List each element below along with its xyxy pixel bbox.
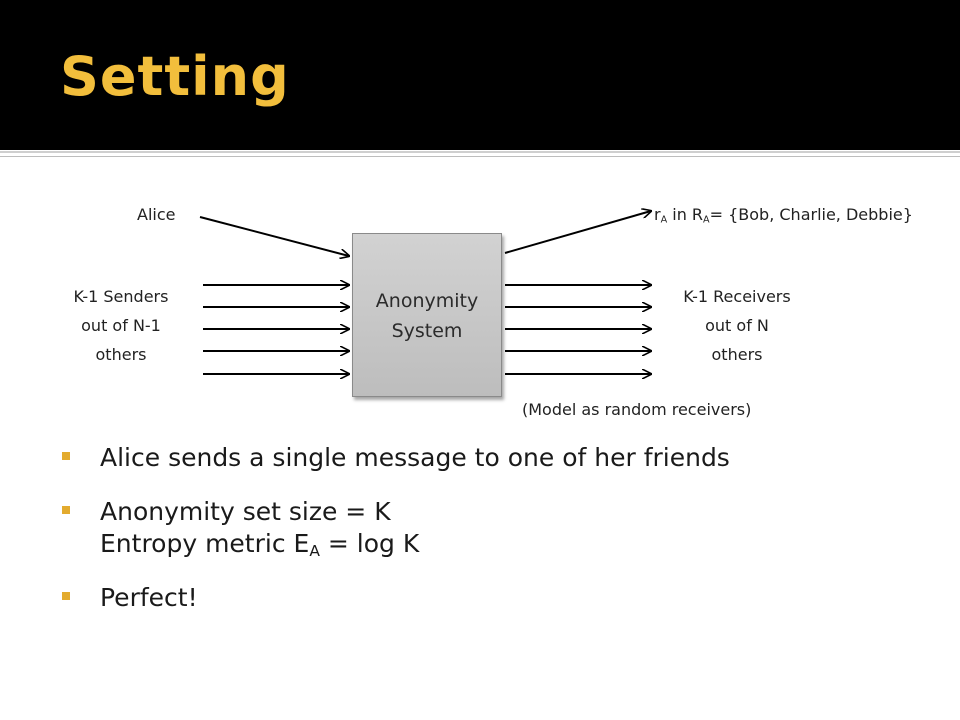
bullet-item: Alice sends a single message to one of h… <box>60 442 940 474</box>
receivers-label-line: out of N <box>705 316 769 335</box>
square-bullet-icon <box>62 452 70 460</box>
square-bullet-icon <box>62 506 70 514</box>
entropy-text: Entropy metric E <box>100 529 310 558</box>
divider-line <box>0 151 960 153</box>
senders-label-line: others <box>95 345 147 364</box>
senders-label-line: K-1 Senders <box>73 287 169 306</box>
receiver-set-members: = {Bob, Charlie, Debbie} <box>709 205 913 224</box>
bullet-text: Anonymity set size = K <box>100 497 391 526</box>
receiver-set-subscript: A <box>703 214 710 226</box>
alice-arrow <box>199 216 349 256</box>
bullet-text: Perfect! <box>100 583 198 612</box>
slide-title: Setting <box>60 45 290 108</box>
receiver-a-arrow <box>504 211 651 254</box>
anonymity-system-label: Anonymity System <box>353 286 501 346</box>
alice-label: Alice <box>137 205 176 224</box>
senders-label: K-1 Senders out of N-1 others <box>50 282 192 369</box>
bullet-list: Alice sends a single message to one of h… <box>60 442 940 636</box>
model-note: (Model as random receivers) <box>522 400 752 419</box>
diagram-arrows <box>199 160 960 440</box>
receiver-label-mid: in R <box>667 205 704 224</box>
bullet-text-line2: Entropy metric EA = log K <box>100 528 940 560</box>
divider-line-thin <box>0 156 960 157</box>
bullet-item: Anonymity set size = K Entropy metric EA… <box>60 496 940 560</box>
receiver-var: r <box>654 205 661 224</box>
anonymity-system-box: Anonymity System <box>352 233 502 397</box>
receivers-label-line: others <box>711 345 763 364</box>
receivers-label-line: K-1 Receivers <box>683 287 791 306</box>
receivers-label: K-1 Receivers out of N others <box>660 282 814 369</box>
box-label-line: Anonymity <box>375 290 479 312</box>
entropy-formula: = log K <box>319 529 420 558</box>
senders-label-line: out of N-1 <box>81 316 161 335</box>
title-bar: Setting <box>0 0 960 150</box>
receiver-set-label: rA in RA= {Bob, Charlie, Debbie} <box>654 200 913 229</box>
square-bullet-icon <box>62 592 70 600</box>
bullet-item: Perfect! <box>60 582 940 614</box>
receiver-subscript: A <box>660 214 668 226</box>
anonymity-diagram: Alice K-1 Senders out of N-1 others Anon… <box>0 160 960 440</box>
entropy-subscript: A <box>309 541 320 560</box>
bullet-text: Alice sends a single message to one of h… <box>100 443 730 472</box>
box-label-line: System <box>391 320 463 342</box>
